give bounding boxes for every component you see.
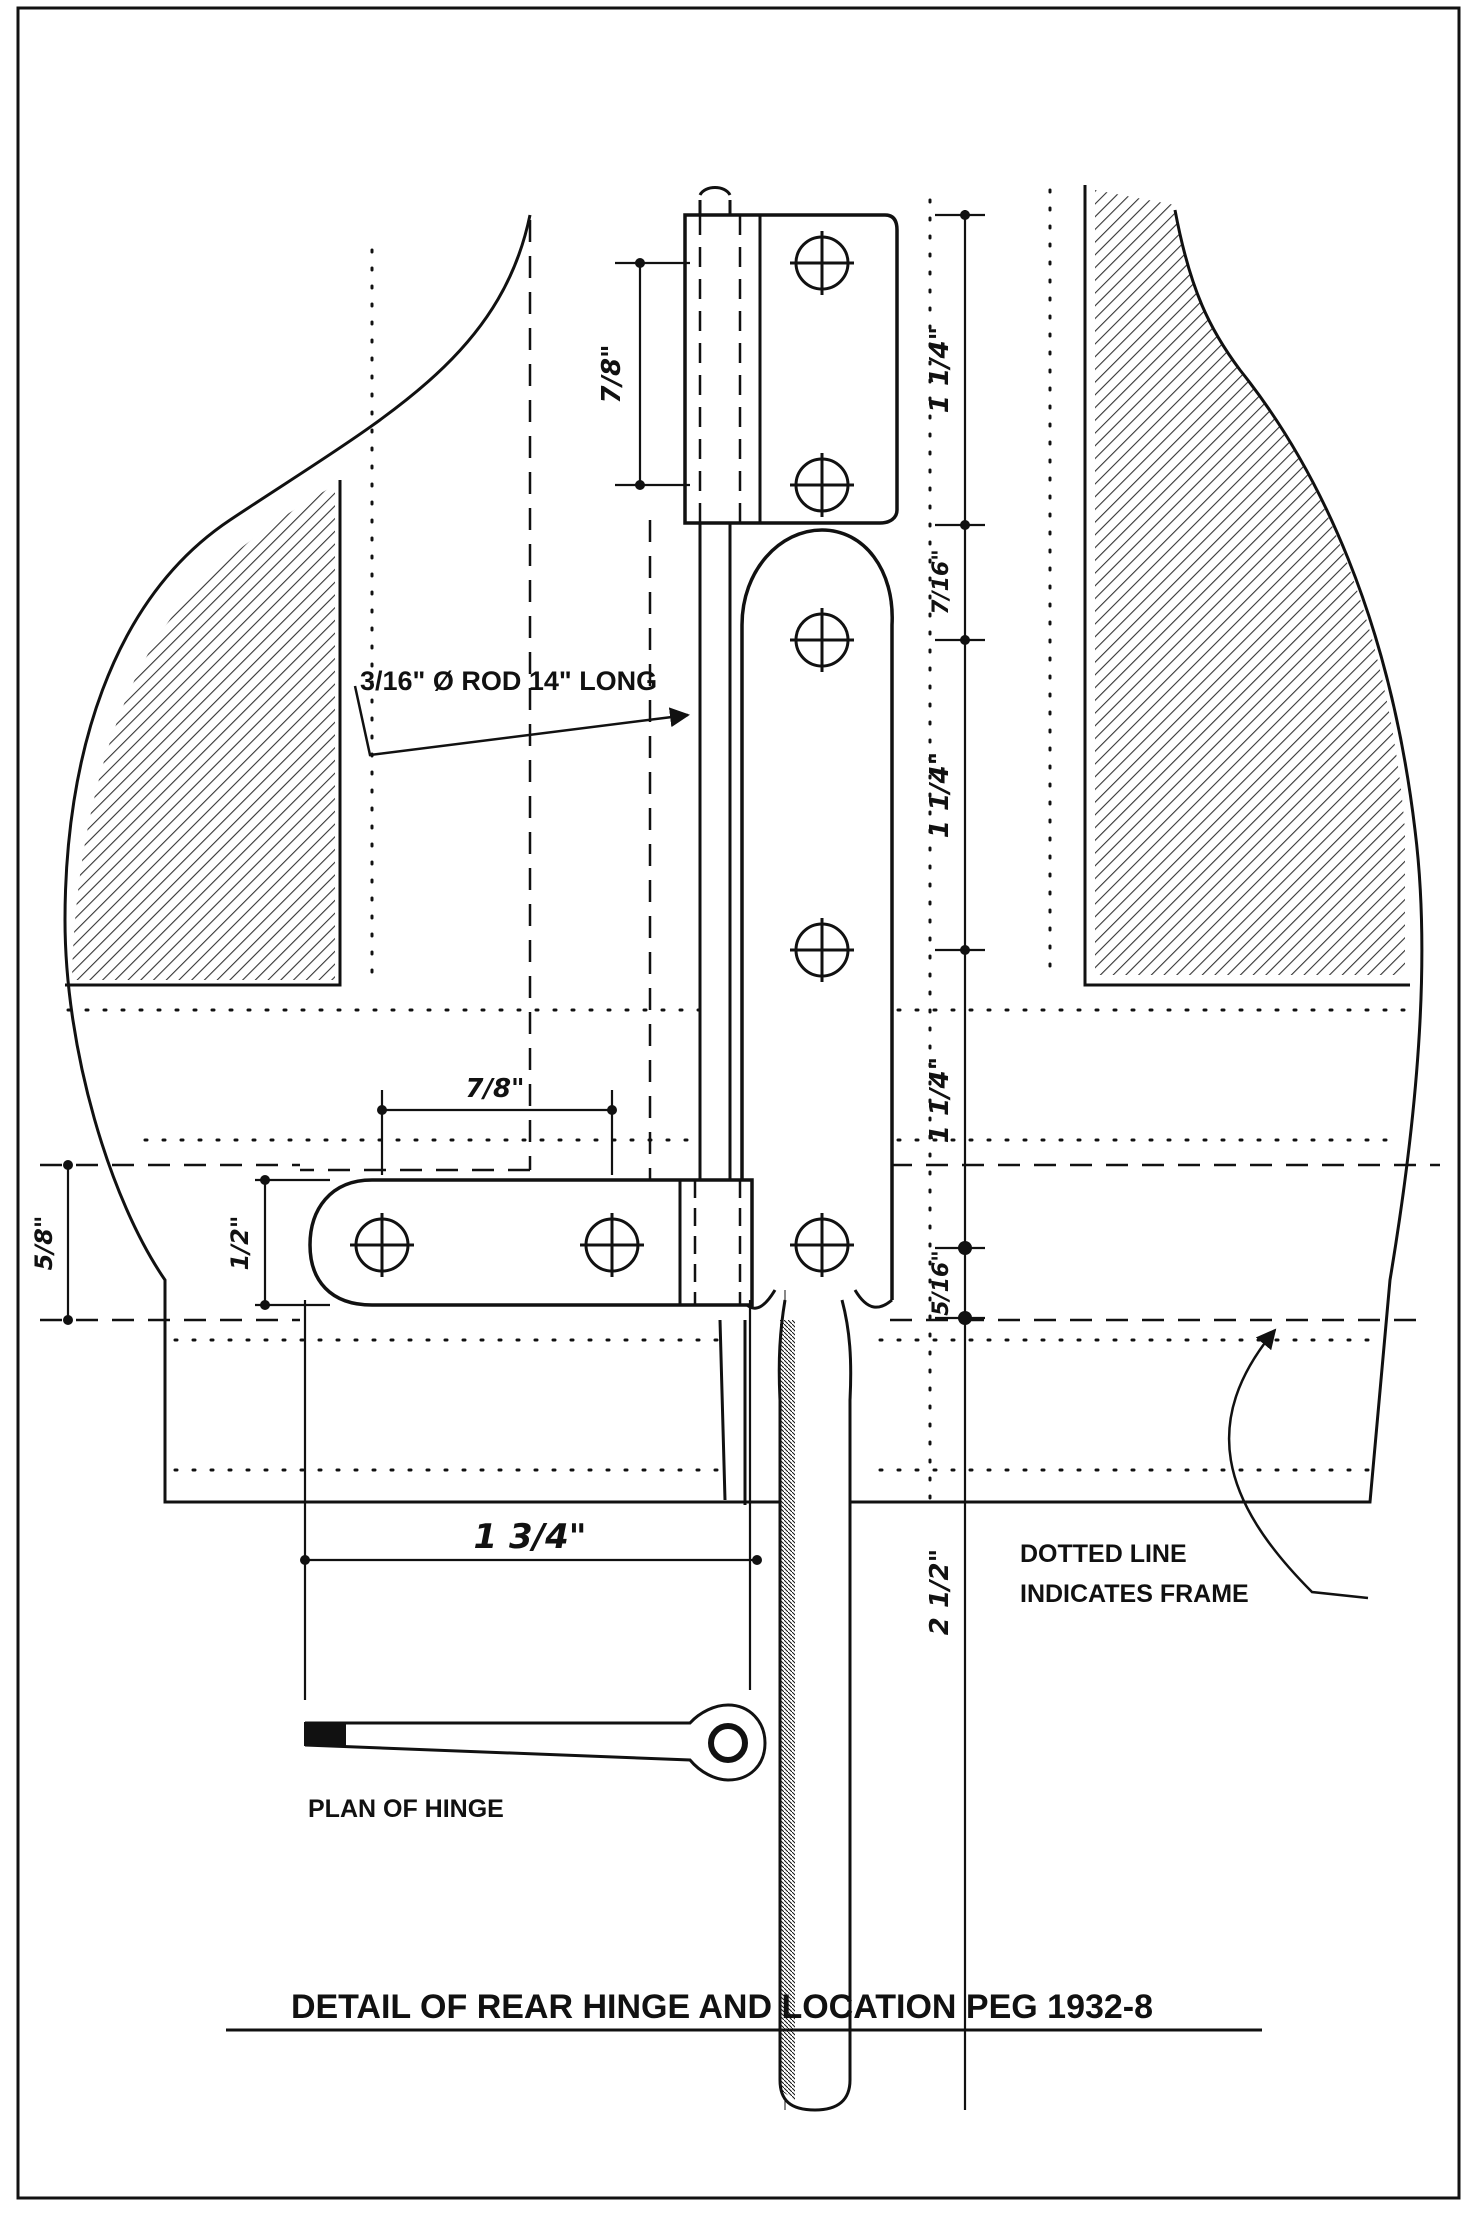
dim-peg-length: 2 1/2" [925,1549,955,1635]
dim-strap-upper: 1 1/4" [925,752,955,838]
rod-label: 3/16" Ø ROD 14" LONG [360,666,657,696]
frame-note-line2: INDICATES FRAME [1020,1580,1249,1608]
plan-of-hinge [304,1703,767,1782]
lower-hinge-plate [308,1178,754,1307]
dim-lower-gap: 5/16" [929,1250,954,1315]
dim-overall-width: 1 3/4" [474,1517,587,1557]
drawing-title: DETAIL OF REAR HINGE AND LOCATION PEG 19… [291,1988,1153,2026]
hinge-strap [740,528,894,1310]
dim-upper-height: 1 1/4" [925,327,955,413]
dimension-dots [63,210,972,1565]
panel-split [718,1319,747,1505]
left-glass-hatch [72,485,335,980]
dashed-lines [40,220,1440,1322]
dim-side-height: 5/8" [30,1216,58,1271]
frame-dotted-lines [66,188,1412,1502]
dim-gap: 7/16" [929,549,954,614]
dim-lower-height: 1/2" [226,1216,254,1271]
frame-note-leader [1227,1328,1369,1600]
rod-leader [353,685,690,757]
frame-note-line1: DOTTED LINE [1020,1540,1187,1568]
right-glass-hatch [1095,190,1405,975]
sheet-border [16,6,1461,2200]
plan-label: PLAN OF HINGE [308,1795,504,1823]
body-outline [63,185,1424,1504]
dim-upper-pitch: 7/8" [597,344,627,403]
location-peg [777,1290,853,2112]
dim-lower-pitch: 7/8" [465,1074,524,1104]
upper-hinge-plate [683,213,899,525]
dim-strap-lower: 1 1/4" [925,1057,955,1143]
